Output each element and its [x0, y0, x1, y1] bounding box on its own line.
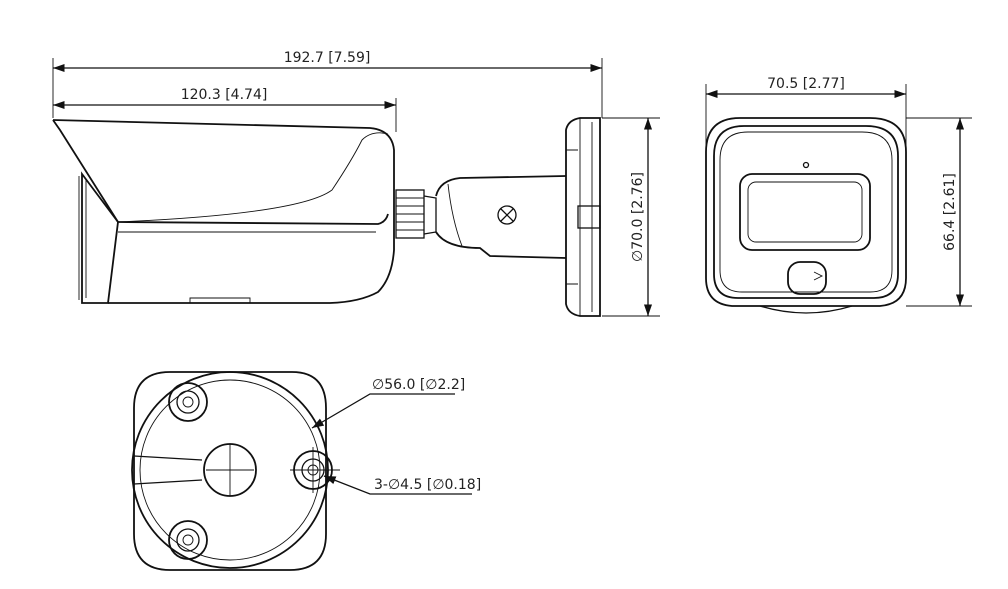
screw-hole-right — [290, 447, 340, 493]
body-length-label: 120.3 [4.74] — [181, 87, 268, 103]
overall-length-label: 192.7 [7.59] — [284, 50, 371, 66]
bolt-circle-label: ∅56.0 [∅2.2] — [372, 377, 465, 393]
screw-hole-bottom — [168, 520, 208, 560]
screw-hole-top — [168, 382, 208, 422]
camera-body-side — [52, 119, 395, 304]
lens-window — [739, 173, 871, 251]
side-view: 192.7 [7.59] 120.3 [4.74] — [52, 50, 660, 317]
mount-base-side — [565, 117, 601, 317]
ir-sensor-icon — [787, 261, 827, 295]
light-sensor-icon — [802, 161, 810, 169]
bolt-circle-leader — [311, 393, 455, 429]
hole-spec-label: 3-∅4.5 [∅0.18] — [374, 477, 481, 493]
connector-nut — [395, 189, 437, 239]
front-height-label: 66.4 [2.61] — [942, 173, 958, 251]
screw-icon — [497, 205, 517, 225]
front-view: 70.5 [2.77] 66.4 [2.61] — [705, 76, 972, 314]
hole-spec-leader — [323, 475, 472, 495]
front-width-label: 70.5 [2.77] — [767, 76, 845, 92]
mount-diameter-label: ∅70.0 [2.76] — [630, 172, 646, 262]
mount-base-view: ∅56.0 [∅2.2] 3-∅4.5 [∅0.18] — [131, 371, 481, 571]
mounting-arm — [435, 175, 567, 259]
